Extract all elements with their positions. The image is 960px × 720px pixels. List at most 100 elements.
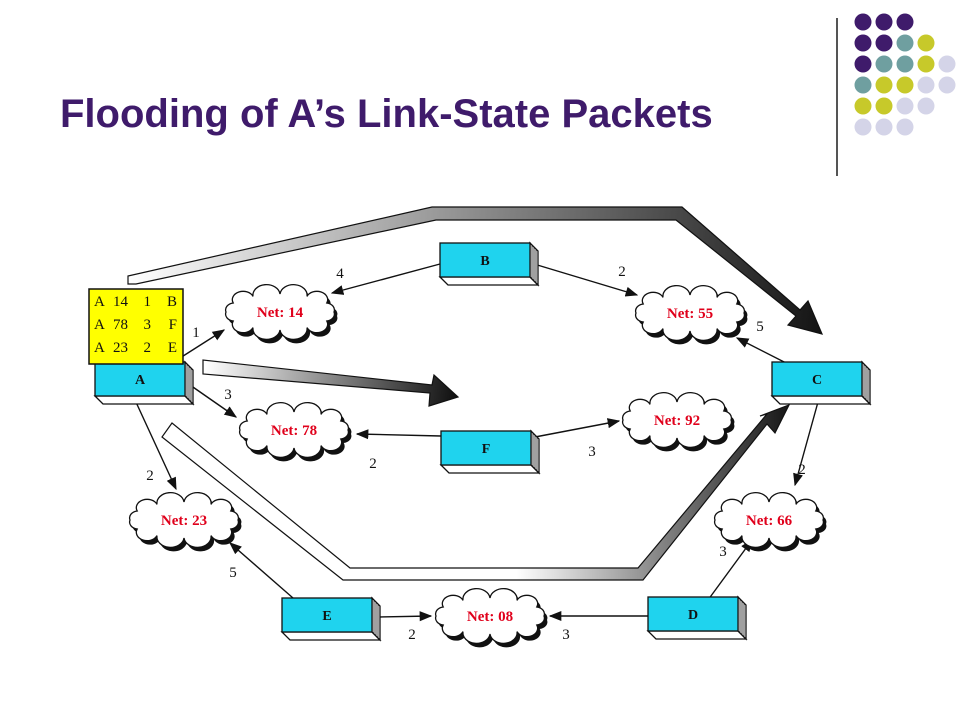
network-label: Net: 92 bbox=[654, 413, 700, 429]
network-net-23: Net: 23 bbox=[128, 492, 242, 552]
lsp-cell-to: F bbox=[169, 317, 177, 333]
link-f-net92 bbox=[534, 418, 621, 438]
decorative-dot bbox=[917, 34, 935, 52]
decorative-dot bbox=[854, 97, 872, 115]
link-a-net14 bbox=[179, 329, 226, 359]
network-label: Net: 55 bbox=[667, 306, 713, 322]
router-label: B bbox=[480, 254, 489, 269]
link-b-net14 bbox=[330, 263, 441, 295]
decorative-dot-grid bbox=[854, 13, 956, 136]
lsp-cell-from: A bbox=[94, 294, 105, 310]
cost-label: 5 bbox=[756, 319, 764, 335]
cost-label: 4 bbox=[336, 266, 344, 282]
lsp-cell-net: 23 bbox=[113, 340, 128, 356]
cost-label: 2 bbox=[369, 456, 377, 472]
cost-label: 2 bbox=[798, 462, 806, 478]
decorative-dot bbox=[896, 97, 914, 115]
decorative-dot bbox=[854, 118, 872, 136]
title-divider bbox=[836, 18, 838, 176]
flood-arrow-to-c bbox=[127, 206, 824, 335]
network-net-92: Net: 92 bbox=[621, 392, 735, 452]
link-d-net66 bbox=[707, 538, 753, 601]
decorative-dot bbox=[917, 55, 935, 73]
link-a-net23 bbox=[134, 399, 177, 491]
network-label: Net: 66 bbox=[746, 513, 793, 529]
link-f-net78 bbox=[355, 429, 442, 440]
flood-arrow-to-f bbox=[202, 359, 460, 407]
lsp-cell-cost: 1 bbox=[144, 294, 152, 310]
decorative-dot bbox=[875, 97, 893, 115]
cost-label: 3 bbox=[588, 444, 596, 460]
network-label: Net: 23 bbox=[161, 513, 207, 529]
lsp-cell-from: A bbox=[94, 317, 105, 333]
decorative-dot bbox=[875, 76, 893, 94]
network-label: Net: 14 bbox=[257, 305, 304, 321]
decorative-dot bbox=[938, 76, 956, 94]
cost-label: 5 bbox=[229, 565, 237, 581]
link-a-net78 bbox=[189, 384, 238, 418]
network-label: Net: 78 bbox=[271, 423, 317, 439]
router-label: A bbox=[135, 373, 146, 388]
cost-label: 3 bbox=[224, 387, 232, 403]
lsp-cell-to: E bbox=[168, 340, 177, 356]
slide-title: Flooding of A’s Link-State Packets bbox=[60, 92, 713, 136]
lsp-cell-net: 14 bbox=[113, 294, 129, 310]
cost-label: 3 bbox=[719, 544, 727, 560]
lsp-cell-to: B bbox=[167, 294, 177, 310]
lsp-cell-cost: 3 bbox=[144, 317, 152, 333]
decorative-dot bbox=[896, 76, 914, 94]
networks: Net: 14 Net: 55 Net: 78 Net: 92 Net: 23 Net: … bbox=[128, 284, 827, 648]
router-label: C bbox=[812, 373, 822, 388]
decorative-dot bbox=[917, 76, 935, 94]
decorative-dot bbox=[875, 34, 893, 52]
decorative-dot bbox=[854, 76, 872, 94]
network-net-14: Net: 14 bbox=[224, 284, 338, 344]
lsp-cell-cost: 2 bbox=[144, 340, 152, 356]
router-label: D bbox=[688, 608, 698, 623]
decorative-dot bbox=[896, 13, 914, 31]
cost-label: 2 bbox=[146, 468, 154, 484]
decorative-dot bbox=[938, 55, 956, 73]
network-net-55: Net: 55 bbox=[634, 285, 748, 345]
router-c: C bbox=[770, 360, 872, 406]
network-label: Net: 08 bbox=[467, 609, 513, 625]
router-a: A bbox=[93, 360, 195, 406]
cost-label: 1 bbox=[192, 325, 200, 341]
router-label: E bbox=[322, 609, 331, 624]
network-net-66: Net: 66 bbox=[713, 492, 827, 552]
cost-label: 2 bbox=[408, 627, 416, 643]
decorative-dot bbox=[875, 118, 893, 136]
cost-label: 3 bbox=[562, 627, 570, 643]
decorative-dot bbox=[875, 55, 893, 73]
lsp-cell-net: 78 bbox=[113, 317, 128, 333]
decorative-dot bbox=[896, 55, 914, 73]
link-c-net55 bbox=[735, 337, 793, 367]
link-c-net66 bbox=[793, 401, 819, 487]
router-d: D bbox=[646, 595, 748, 641]
decorative-dot bbox=[854, 13, 872, 31]
decorative-dot bbox=[896, 34, 914, 52]
link-b-net55 bbox=[533, 263, 639, 297]
router-f: F bbox=[439, 429, 541, 475]
cost-label: 2 bbox=[618, 264, 626, 280]
link-e-net23 bbox=[229, 542, 294, 599]
decorative-dot bbox=[875, 13, 893, 31]
decorative-dot bbox=[896, 118, 914, 136]
links bbox=[134, 263, 819, 622]
flood-arrow-lower bbox=[161, 403, 791, 581]
lsp-cell-from: A bbox=[94, 340, 105, 356]
router-label: F bbox=[482, 442, 491, 457]
decorative-dot bbox=[917, 97, 935, 115]
decorative-dot bbox=[854, 34, 872, 52]
network-net-08: Net: 08 bbox=[434, 588, 548, 648]
lsp-row: A 78 3 F bbox=[94, 317, 177, 333]
router-b: B bbox=[438, 241, 540, 287]
network-net-78: Net: 78 bbox=[238, 402, 352, 462]
router-e: E bbox=[280, 596, 382, 642]
link-costs: 1 4 2 5 3 2 3 2 2 5 3 2 3 bbox=[146, 264, 806, 643]
